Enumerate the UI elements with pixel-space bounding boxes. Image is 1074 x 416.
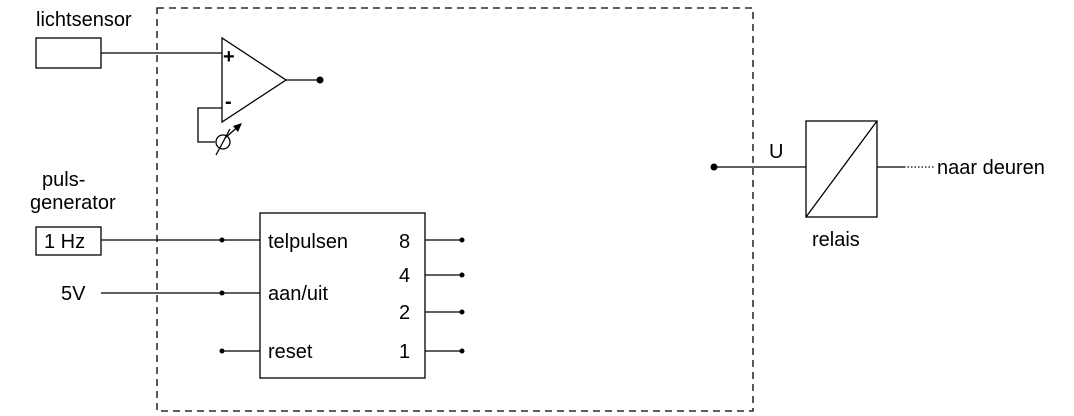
pulse-wire-node: [219, 237, 225, 243]
relay-label: relais: [812, 229, 860, 251]
counter-input-count-pulses: telpulsen: [268, 231, 348, 253]
counter-output-1: 1: [399, 341, 410, 363]
counter-input-reset: reset: [268, 341, 313, 363]
variable-resistor-circle: [215, 134, 231, 150]
supply-wire-node: [219, 290, 225, 296]
pulse-generator-label-line2: generator: [30, 192, 116, 214]
counter-output-2: 2: [399, 302, 410, 324]
output-2-node: [459, 309, 465, 315]
output-8-node: [459, 237, 465, 243]
supply-voltage-label: 5V: [61, 283, 86, 305]
relay-voltage-label: U: [769, 141, 783, 163]
variable-resistor-arrowhead: [233, 123, 242, 132]
comparator-plus-sign: +: [223, 46, 235, 68]
processing-area-dashed-box: [156, 7, 754, 412]
output-1-node: [459, 348, 465, 354]
output-4-node: [459, 272, 465, 278]
light-sensor-label: lichtsensor: [36, 9, 132, 31]
counter-output-4: 4: [399, 265, 410, 287]
relay-diagonal: [805, 120, 878, 218]
light-sensor-box: [35, 37, 102, 69]
variable-resistor-slash: [215, 128, 231, 156]
pulse-frequency-label: 1 Hz: [44, 231, 85, 253]
pulse-generator-box: [35, 226, 102, 256]
counter-output-8: 8: [399, 231, 410, 253]
comparator-output-node: [316, 76, 324, 84]
counter-box: [259, 212, 426, 379]
pulse-generator-label-line1: puls-: [42, 169, 85, 191]
reset-wire-node: [219, 348, 225, 354]
comparator-triangle: [221, 36, 288, 124]
comparator-minus-sign: -: [225, 91, 232, 113]
counter-input-on-off: aan/uit: [268, 283, 328, 305]
reference-feedback-wire: [197, 107, 222, 143]
relay-output-label: naar deuren: [937, 157, 1045, 179]
